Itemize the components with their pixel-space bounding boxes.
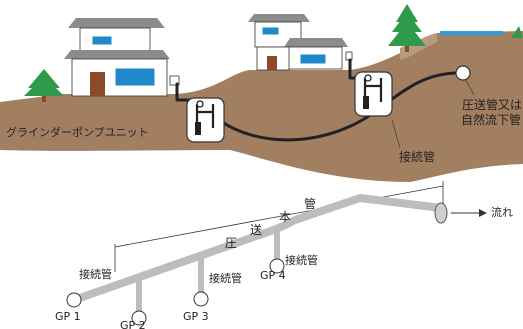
gp4-label: GP 4 <box>260 269 286 282</box>
main-pipe-char-4: 管 <box>304 197 317 211</box>
gp2-label: GP 2 <box>120 319 146 329</box>
gp1-label: GP 1 <box>55 310 81 323</box>
tree-icon <box>388 4 426 52</box>
connection-pipe-leader <box>391 119 401 149</box>
tree-icon <box>24 69 64 102</box>
pipe-end-icon <box>434 202 448 224</box>
gp2-circle <box>131 310 147 326</box>
gp3-circle <box>193 291 209 307</box>
tree-icon <box>511 26 523 38</box>
dimension-line <box>114 181 444 272</box>
gp1-circle <box>66 292 82 308</box>
grinder-pump-unit-label: グラインダーポンプユニット <box>6 126 149 139</box>
house-icon <box>64 18 180 97</box>
grinder-pump-unit-icon <box>354 71 393 117</box>
grinder-pump-unit-icon <box>186 97 225 143</box>
flow-arrowhead <box>479 209 487 217</box>
outlet-pipe-label-2: 自然流下管 <box>461 113 522 127</box>
main-pipe-char-3: 本 <box>279 210 292 224</box>
pipe-end-icon <box>455 65 471 81</box>
outlet-pipe-label-1: 圧送管又は <box>462 98 523 112</box>
connection-pipe-label: 接続管 <box>399 150 436 164</box>
gp4-circle <box>269 258 285 274</box>
flow-label: 流れ <box>491 206 513 219</box>
main-pipe-char-1: 圧 <box>225 236 238 250</box>
house-icon <box>248 14 353 71</box>
connection-pipe-label-left: 接続管 <box>79 268 112 281</box>
ground <box>0 31 523 182</box>
connection-pipe-label-gp3: 接続管 <box>209 272 242 285</box>
ground-slope <box>400 33 437 60</box>
gp3-label: GP 3 <box>183 310 209 323</box>
connection-pipe-label-gp4: 接続管 <box>285 254 318 267</box>
main-pipe-char-2: 送 <box>250 223 263 237</box>
pool <box>440 31 503 35</box>
main-pipe <box>70 194 445 304</box>
